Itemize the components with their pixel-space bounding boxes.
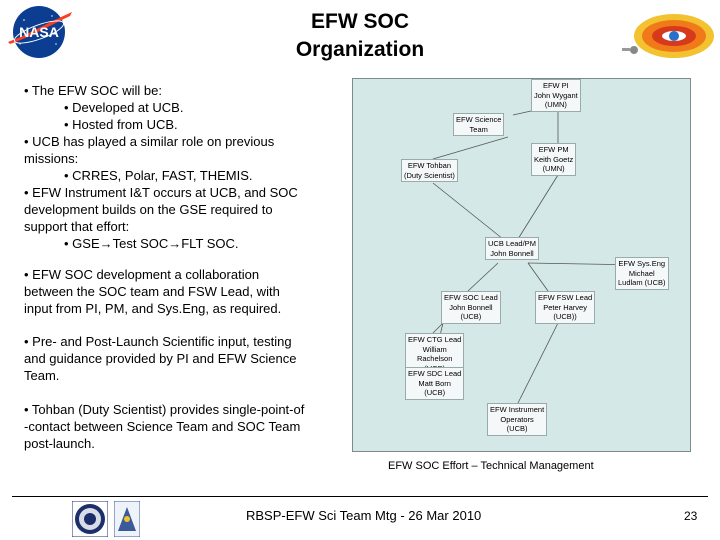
connector-line: [517, 174, 559, 240]
org-box-line: EFW Sys.Eng: [618, 259, 666, 268]
org-box-line: EFW Instrument: [490, 405, 545, 414]
org-box-line: EFW SOC Lead: [444, 293, 498, 302]
bullet-line: between the SOC team and FSW Lead, with: [24, 284, 280, 299]
bullet-line: • GSE→Test SOC→FLT SOC.: [64, 236, 239, 251]
bullet-block-collaboration: • EFW SOC development a collaboration be…: [24, 266, 339, 317]
title-line-2: Organization: [295, 38, 425, 61]
org-box-line: John Bonnell: [490, 248, 534, 258]
org-chart-caption: EFW SOC Effort – Technical Management: [388, 460, 594, 472]
org-box-line: John Bonnell: [449, 302, 493, 312]
footer-divider: [12, 496, 708, 497]
org-box-line: Michael: [628, 268, 655, 278]
org-box-soc-lead: EFW SOC Lead John Bonnell (UCB): [441, 291, 501, 324]
org-box-line: (UMN): [542, 164, 565, 173]
org-box-line: EFW SDC Lead: [408, 369, 462, 378]
org-box-line: (UMN): [544, 100, 567, 109]
bullet-line: and guidance provided by PI and EFW Scie…: [24, 351, 297, 366]
connector-line: [432, 322, 444, 334]
org-box-line: EFW PM: [538, 145, 569, 154]
org-box-line: EFW PI: [542, 81, 569, 90]
rbsp-mission-logo-icon: [622, 14, 714, 58]
org-box-line: (UCB): [424, 388, 446, 397]
org-box-fsw-lead: EFW FSW Lead Peter Harvey (UCB)): [535, 291, 596, 324]
bullet-line: • Pre- and Post-Launch Scientific input,…: [24, 334, 292, 349]
org-box-line: (Duty Scientist): [404, 170, 455, 180]
bullet-line: • CRRES, Polar, FAST, THEMIS.: [64, 168, 253, 183]
org-box-pi: EFW PI John Wygant (UMN): [531, 79, 581, 112]
org-box-syseng: EFW Sys.Eng Michael Ludlam (UCB): [615, 257, 669, 290]
org-box-line: EFW CTG Lead: [408, 335, 462, 344]
org-box-sdc-lead: EFW SDC Lead Matt Born (UCB): [405, 367, 465, 400]
org-box-line: Operators: [500, 414, 534, 424]
org-box-line: Peter Harvey: [543, 302, 587, 312]
slide-title: EFW SOC Organization: [0, 8, 720, 64]
org-box-line: John Wygant: [534, 90, 578, 100]
org-box-instrument-operators: EFW Instrument Operators (UCB): [487, 403, 548, 436]
lab-logo-icon: [114, 501, 140, 537]
org-box-line: William: [422, 344, 447, 354]
org-box-line: UCB Lead/PM: [488, 239, 536, 248]
title-line-1: EFW SOC: [311, 10, 409, 33]
connector-line: [527, 262, 549, 292]
svg-text:NASA: NASA: [19, 24, 59, 40]
bullet-block-tohban: • Tohban (Duty Scientist) provides singl…: [24, 401, 339, 452]
nasa-logo-icon: NASA: [8, 6, 72, 58]
bullet-line: input from PI, PM, and Sys.Eng, as requi…: [24, 301, 282, 316]
bullet-line: • EFW Instrument I&T occurs at UCB, and …: [24, 185, 298, 200]
connector-line: [432, 182, 504, 240]
org-box-line: Keith Goetz: [534, 154, 574, 164]
bullet-line: • EFW SOC development a collaboration: [24, 267, 260, 282]
university-seal-icon: [72, 501, 108, 537]
org-box-ucb-lead: UCB Lead/PM John Bonnell: [485, 237, 539, 260]
bullet-line: missions:: [24, 151, 79, 166]
bullet-line: support that effort:: [24, 219, 130, 234]
org-box-tohban: EFW Tohban (Duty Scientist): [401, 159, 458, 182]
bullet-line: post-launch.: [24, 436, 95, 451]
connector-line: [467, 262, 499, 292]
org-box-line: (UCB)): [553, 312, 577, 321]
bullet-line: • The EFW SOC will be:: [24, 83, 162, 98]
bullet-line: • Hosted from UCB.: [64, 117, 178, 132]
bullet-line: Team.: [24, 368, 60, 383]
connector-line: [432, 136, 509, 160]
bullet-line: -contact between Science Team and SOC Te…: [24, 419, 301, 434]
page-number: 23: [684, 509, 698, 523]
bullet-block-soc: • The EFW SOC will be: • Developed at UC…: [24, 82, 339, 252]
org-chart: EFW PI John Wygant (UMN) EFW Science Tea…: [352, 78, 691, 452]
bullet-line: development builds on the GSE required t…: [24, 202, 273, 217]
bullet-line: • Developed at UCB.: [64, 100, 184, 115]
bullet-line: • Tohban (Duty Scientist) provides singl…: [24, 402, 305, 417]
org-box-line: EFW Tohban: [407, 161, 452, 170]
org-box-science-team: EFW Science Team: [453, 113, 505, 136]
connector-line: [517, 322, 559, 404]
org-box-line: (UCB): [506, 424, 528, 433]
org-box-line: Ludlam (UCB): [618, 278, 666, 287]
org-box-line: (UCB): [460, 312, 482, 321]
org-box-line: EFW Science: [456, 115, 502, 124]
org-box-line: Rachelson: [416, 354, 453, 363]
org-box-line: EFW FSW Lead: [538, 293, 593, 302]
org-box-pm: EFW PM Keith Goetz (UMN): [531, 143, 577, 176]
org-box-line: Matt Born: [418, 378, 451, 388]
bullet-line: • UCB has played a similar role on previ…: [24, 134, 275, 149]
org-box-line: Team: [469, 124, 488, 134]
bullet-block-science-input: • Pre- and Post-Launch Scientific input,…: [24, 333, 339, 384]
footer-meeting-text: RBSP-EFW Sci Team Mtg - 26 Mar 2010: [246, 508, 482, 523]
